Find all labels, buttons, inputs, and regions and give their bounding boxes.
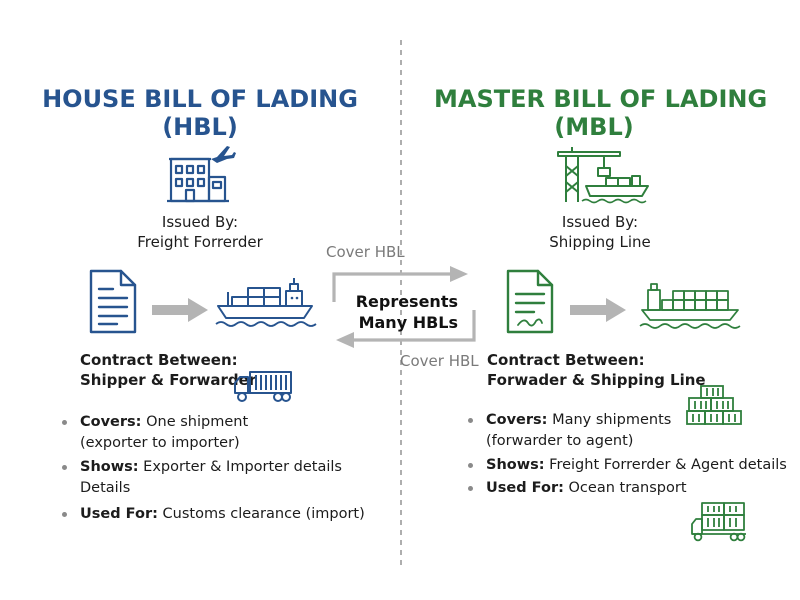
represents-label: Represents Many HBLs bbox=[340, 291, 458, 333]
hbl-bullet-list: Covers: One shipment (exporter to import… bbox=[62, 412, 365, 525]
mbl-title-line2: (MBL) bbox=[554, 113, 634, 141]
mbl-bullet-covers: Covers: Many shipments (forwarder to age… bbox=[468, 410, 787, 452]
hbl-title-line1: HOUSE BILL OF LADING bbox=[42, 85, 358, 113]
cover-hbl-bottom-label: Cover HBL bbox=[400, 352, 479, 370]
mbl-bullet-line2: (forwarder to agent) bbox=[486, 433, 634, 449]
hbl-bullet-line2: Details bbox=[80, 480, 131, 496]
signed-document-icon bbox=[506, 269, 554, 334]
airplane-icon bbox=[211, 146, 236, 163]
hbl-contract-line2: Shipper & Forwarder bbox=[80, 371, 257, 389]
cargo-ship-icon bbox=[215, 278, 317, 327]
represents-line2: Many HBLs bbox=[358, 313, 458, 332]
hbl-bullet-shows: Shows: Exporter & Importer details Detai… bbox=[62, 457, 365, 499]
mbl-title: MASTER BILL OF LADING (MBL) bbox=[434, 85, 768, 141]
mbl-bullet-key: Used For: bbox=[486, 480, 564, 496]
document-icon bbox=[89, 269, 137, 334]
hbl-title: HOUSE BILL OF LADING (HBL) bbox=[40, 85, 360, 141]
hbl-issued-by: Issued By: Freight Forrerder bbox=[110, 212, 290, 252]
represents-line1: Represents bbox=[355, 292, 458, 311]
container-truck-icon bbox=[691, 502, 746, 542]
mbl-issued-label: Issued By: bbox=[561, 213, 639, 231]
center-divider bbox=[400, 40, 402, 565]
mbl-bullet-key: Covers: bbox=[486, 412, 548, 428]
hbl-bullet-used-for: Used For: Customs clearance (import) bbox=[62, 504, 365, 525]
port-crane-icon bbox=[557, 147, 649, 204]
mbl-bullet-text: Freight Forrerder & Agent details bbox=[544, 457, 787, 473]
office-building-icon bbox=[167, 146, 236, 203]
hbl-issued-label: Issued By: bbox=[161, 213, 239, 231]
mbl-bullet-used-for: Used For: Ocean transport bbox=[468, 478, 787, 499]
hbl-bullet-covers: Covers: One shipment (exporter to import… bbox=[62, 412, 365, 454]
hbl-issued-value: Freight Forrerder bbox=[137, 233, 263, 251]
mbl-bullet-shows: Shows: Freight Forrerder & Agent details bbox=[468, 455, 787, 476]
hbl-bullet-key: Shows: bbox=[80, 459, 139, 475]
mbl-bullet-text: Ocean transport bbox=[563, 480, 687, 496]
hbl-title-line2: (HBL) bbox=[162, 113, 238, 141]
hbl-bullet-text: One shipment bbox=[141, 414, 249, 430]
mbl-bullet-text: Many shipments bbox=[547, 412, 672, 428]
mbl-contract: Contract Between: Forwader & Shipping Li… bbox=[487, 350, 706, 390]
container-ship-icon bbox=[639, 283, 741, 329]
mbl-issued-value: Shipping Line bbox=[549, 233, 651, 251]
hbl-contract: Contract Between: Shipper & Forwarder bbox=[80, 350, 256, 390]
mbl-bullet-list: Covers: Many shipments (forwarder to age… bbox=[468, 410, 787, 499]
mbl-bullet-key: Shows: bbox=[486, 457, 545, 473]
stacked-containers-icon bbox=[686, 385, 742, 425]
hbl-contract-line1: Contract Between: bbox=[80, 351, 238, 369]
mbl-contract-line2: Forwader & Shipping Line bbox=[487, 371, 706, 389]
mbl-contract-line1: Contract Between: bbox=[487, 351, 645, 369]
container-truck-icon bbox=[234, 371, 292, 402]
hbl-flow-arrow bbox=[152, 298, 208, 322]
cover-arrow-right bbox=[332, 266, 468, 302]
cover-hbl-top-label: Cover HBL bbox=[326, 243, 405, 261]
mbl-issued-by: Issued By: Shipping Line bbox=[510, 212, 690, 252]
hbl-bullet-text: Exporter & Importer details bbox=[138, 459, 342, 475]
hbl-bullet-key: Used For: bbox=[80, 506, 158, 522]
mbl-flow-arrow bbox=[570, 298, 626, 322]
hbl-bullet-key: Covers: bbox=[80, 414, 142, 430]
hbl-bullet-line2: (exporter to importer) bbox=[80, 435, 240, 451]
cover-arrow-left bbox=[336, 310, 476, 348]
hbl-bullet-text: Customs clearance (import) bbox=[157, 506, 365, 522]
mbl-title-line1: MASTER BILL OF LADING bbox=[434, 85, 768, 113]
